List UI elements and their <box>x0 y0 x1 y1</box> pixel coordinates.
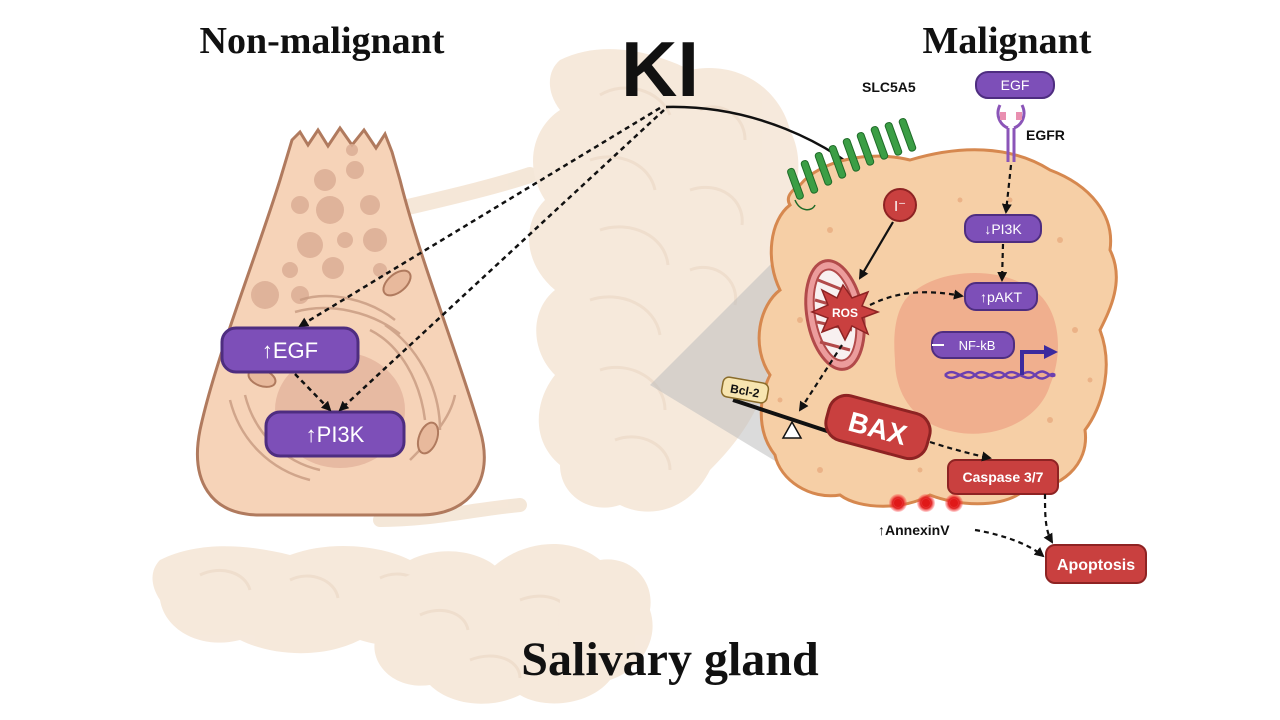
malignant-pathway-arrows <box>798 164 1054 558</box>
svg-text:ROS: ROS <box>832 306 858 320</box>
mitochondria-icon <box>247 269 440 455</box>
svg-text:↑EGF: ↑EGF <box>262 338 318 363</box>
caspase-pill: Caspase 3/7 <box>947 459 1059 495</box>
pi3k-pill-malignant: ↓PI3K <box>964 214 1042 243</box>
ros-burst-icon: ROS <box>810 283 881 342</box>
bcl2-label-box: Bcl-2 <box>720 376 770 404</box>
bcl2-bax-balance: Bcl-2 BAX <box>720 376 932 461</box>
pi3k-pill-nonmalignant: ↑PI3K <box>264 410 406 458</box>
svg-text:↑PI3K: ↑PI3K <box>306 422 365 447</box>
svg-text:EGF: EGF <box>1001 77 1030 93</box>
bax-pill: BAX <box>824 393 932 461</box>
annexin-label: ↑AnnexinV <box>878 522 950 538</box>
svg-text:Caspase 3/7: Caspase 3/7 <box>963 469 1044 485</box>
annexin-v-markers <box>889 494 963 512</box>
apoptosis-pill: Apoptosis <box>1045 544 1147 584</box>
zoom-cone <box>650 255 790 470</box>
salivary-gland-heading: Salivary gland <box>521 633 819 686</box>
svg-text:Bcl-2: Bcl-2 <box>729 382 761 401</box>
svg-text:↓PI3K: ↓PI3K <box>984 221 1022 237</box>
nfkb-pill: NF-kB <box>931 331 1015 359</box>
pakt-pill: ↑pAKT <box>964 282 1038 311</box>
egf-ligand: EGF <box>975 71 1055 99</box>
svg-text:NF-kB: NF-kB <box>959 338 996 353</box>
slc5a5-transporter-icon <box>787 118 917 211</box>
malignant-heading: Malignant <box>923 20 1092 62</box>
egfr-receptor-icon <box>996 104 1026 162</box>
slc5a5-label: SLC5A5 <box>862 79 916 95</box>
ki-heading: KI <box>621 25 699 113</box>
dna-helix-icon <box>944 370 1056 380</box>
non-malignant-heading: Non-malignant <box>200 20 445 62</box>
egfr-label: EGFR <box>1026 127 1065 143</box>
transcription-arrow-icon <box>1020 345 1058 375</box>
iodide-ion: I⁻ <box>883 188 917 222</box>
egf-pill-nonmalignant: ↑EGF <box>220 326 360 374</box>
svg-text:Apoptosis: Apoptosis <box>1057 557 1135 574</box>
svg-text:↑pAKT: ↑pAKT <box>980 289 1022 305</box>
non-malignant-cell: ↑EGF ↑PI3K <box>196 125 486 517</box>
svg-text:I⁻: I⁻ <box>894 198 906 215</box>
